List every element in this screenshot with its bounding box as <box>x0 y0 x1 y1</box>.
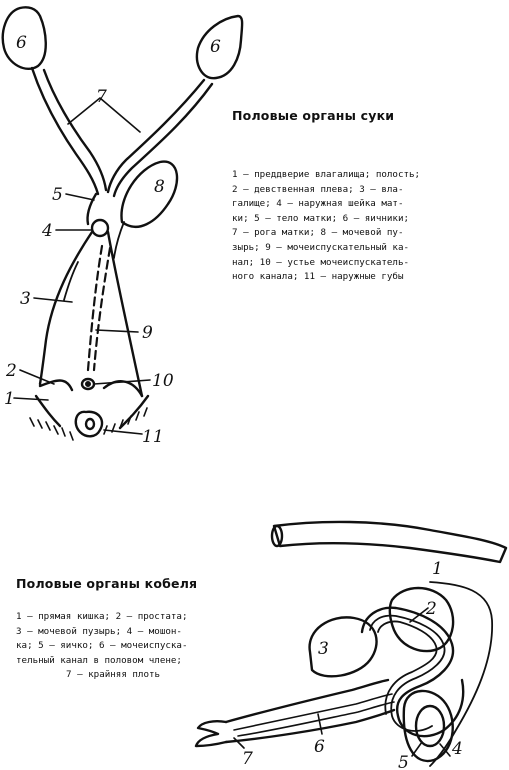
urethral-opening-dot <box>84 381 91 388</box>
legend-line: тельный канал в половом члене; <box>16 654 182 666</box>
legend-line: галище; 4 — наружная шейка мат- <box>232 198 404 210</box>
vulva <box>74 410 104 438</box>
label-1: 1 <box>4 389 15 409</box>
label-4-pointer <box>439 743 451 757</box>
label-2-pointer <box>19 369 55 385</box>
male-bladder <box>308 616 378 678</box>
label-10-pointer <box>93 379 151 385</box>
penis-urethra <box>233 693 393 731</box>
label-5-male: 5 <box>398 753 409 770</box>
rectum-end <box>270 524 284 548</box>
vulva-inner <box>84 417 96 431</box>
legend-line: 3 — мочевой пузырь; 4 — мошон- <box>16 625 182 637</box>
label-3: 3 <box>20 289 31 309</box>
vagina-right-wall <box>106 230 144 398</box>
label-10: 10 <box>152 371 174 391</box>
penis-lower <box>224 708 396 744</box>
label-11-pointer <box>103 429 143 435</box>
hymen <box>38 379 74 392</box>
penis-upper <box>224 678 390 724</box>
penis-urethra-2 <box>237 701 395 737</box>
label-6-left: 6 <box>16 33 27 53</box>
female-title: Половые органы суки <box>232 108 395 123</box>
male-title: Половые органы кобеля <box>16 576 198 591</box>
label-7-pointer <box>233 737 245 749</box>
right-ovary <box>195 14 244 80</box>
female-legend: 1 — преддверие влагалища; полость; 2 — д… <box>232 168 420 285</box>
label-4-male: 4 <box>451 739 463 759</box>
label-7-male: 7 <box>242 749 253 769</box>
label-7-pointer <box>67 97 141 133</box>
rectum <box>272 520 508 564</box>
vestibule-floor-right <box>118 394 150 430</box>
legend-line: 7 — рога матки; 8 — мочевой пу- <box>232 227 404 239</box>
legend-line: 2 — девственная плева; 3 — вла- <box>232 183 404 195</box>
label-5-pointer <box>411 741 423 757</box>
label-1-male: 1 <box>432 559 443 579</box>
label-11: 11 <box>142 427 164 447</box>
legend-line: 1 — преддверие влагалища; полость; <box>232 169 421 180</box>
label-6-right: 6 <box>210 37 221 57</box>
left-uterine-horn <box>30 66 100 196</box>
urethra-loop-mid <box>369 614 446 732</box>
left-uterine-horn-inner <box>42 68 108 192</box>
male-labels: 1 2 3 6 7 5 4 <box>242 559 463 770</box>
vagina-left-wall <box>38 230 94 386</box>
label-9: 9 <box>142 323 153 343</box>
label-2-pointer-male <box>409 607 429 623</box>
uterine-body <box>86 192 98 226</box>
label-4: 4 <box>41 221 53 241</box>
label-6-male: 6 <box>314 737 325 757</box>
label-3-pointer <box>33 297 73 303</box>
label-8: 8 <box>154 177 165 197</box>
female-diagram <box>1 6 244 441</box>
label-1-pointer <box>13 397 49 401</box>
label-5: 5 <box>52 185 63 205</box>
external-cervix <box>90 218 110 238</box>
prepuce <box>194 720 228 748</box>
right-uterine-horn-inner <box>112 82 214 198</box>
legend-line: зырь; 9 — мочеиспускательный ка- <box>232 241 410 253</box>
male-legend: 1 — прямая кишка; 2 — простата; 3 — моче… <box>16 610 187 683</box>
bladder <box>120 160 179 228</box>
urethra-right <box>92 246 112 372</box>
label-2-male: 2 <box>425 599 437 619</box>
legend-line: 7 — крайняя плоть <box>66 669 161 681</box>
legend-line: нал; 10 — устье мочеиспускатель- <box>232 256 410 268</box>
label-3-male: 3 <box>318 639 329 659</box>
urethra-loop-inner <box>377 620 438 715</box>
legend-line: ка; 5 — яичко; 6 — мочеиспуска- <box>16 640 188 652</box>
vagina-inner-line <box>63 261 79 301</box>
left-ovary <box>1 6 47 71</box>
label-5-pointer <box>65 193 95 201</box>
label-6-pointer <box>317 713 323 735</box>
legend-line: ки; 5 — тело матки; 6 — яичники; <box>232 212 410 224</box>
label-7: 7 <box>96 87 107 107</box>
label-2: 2 <box>5 361 17 381</box>
bladder-neck <box>113 221 125 259</box>
male-diagram <box>194 520 508 767</box>
urethra <box>86 244 104 372</box>
prostate <box>388 586 455 653</box>
legend-line: ного канала; 11 — наружные губы <box>232 271 404 283</box>
label-9-pointer <box>95 329 139 333</box>
testis <box>414 704 446 748</box>
right-uterine-horn <box>106 78 206 194</box>
rectum-outline <box>429 581 493 767</box>
female-labels: 6 6 7 8 5 4 3 9 2 10 1 11 <box>4 33 221 447</box>
scrotum <box>402 689 454 763</box>
legend-line: 1 — прямая кишка; 2 — простата; <box>16 611 188 622</box>
